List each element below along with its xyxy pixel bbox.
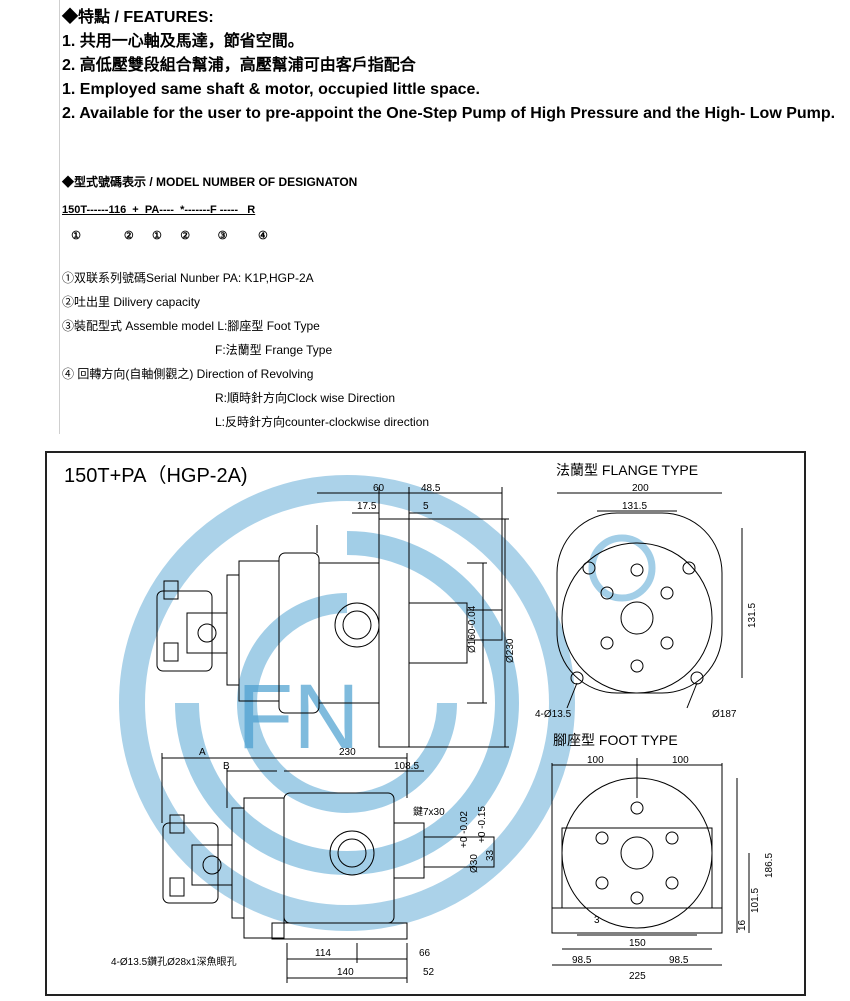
dim-60: 60 bbox=[373, 483, 385, 494]
feature-en-2: 2. Available for the user to pre-appoint… bbox=[62, 105, 836, 122]
model-designation-section: ◆型式號碼表示 / MODEL NUMBER OF DESIGNATON 150… bbox=[62, 172, 762, 434]
model-code-indices: ① ② ① ② ③ ④ bbox=[62, 230, 268, 242]
dim-A: A bbox=[199, 747, 206, 758]
def-assemble: ③裝配型式 Assemble model L:腳座型 Foot Type bbox=[62, 319, 320, 333]
model-title: ◆型式號碼表示 / MODEL NUMBER OF DESIGNATON bbox=[62, 175, 358, 189]
dim-140: 140 bbox=[337, 967, 354, 978]
dim-150: 150 bbox=[629, 938, 646, 949]
dim-98-5b: 98.5 bbox=[669, 955, 689, 966]
foot-type-label: 腳座型 FOOT TYPE bbox=[553, 732, 678, 748]
feature-zh-2: 2. 高低壓雙段組合幫浦，高壓幫浦可由客戶指配合 bbox=[62, 57, 416, 74]
dim-B: B bbox=[223, 761, 230, 772]
drawing-title: 150T+PA（HGP-2A) bbox=[64, 464, 248, 487]
def-flange: F:法蘭型 Frange Type bbox=[215, 343, 333, 357]
dim-98-5a: 98.5 bbox=[572, 955, 592, 966]
dim-186-5: 186.5 bbox=[764, 853, 775, 878]
dim-108-5: 108.5 bbox=[394, 761, 419, 772]
dim-101-5: 101.5 bbox=[750, 888, 761, 913]
dim-66: 66 bbox=[419, 948, 431, 959]
dim-100a: 100 bbox=[587, 755, 604, 766]
def-revolving: ④ 回轉方向(自軸側觀之) Direction of Revolving bbox=[62, 367, 314, 381]
flange-type-label: 法蘭型 FLANGE TYPE bbox=[556, 462, 698, 478]
feature-en-1: 1. Employed same shaft & motor, occupied… bbox=[62, 81, 480, 98]
dim-225: 225 bbox=[629, 971, 646, 982]
def-counterclockwise: L:反時針方向counter-clockwise direction bbox=[215, 415, 430, 429]
dim-131-5v: 131.5 bbox=[747, 603, 758, 628]
dim-3: 3 bbox=[594, 915, 600, 926]
foot-front-view bbox=[551, 758, 750, 966]
technical-drawing: FN 150T+PA（HGP-2A) 法蘭型 FLANGE TYPE 腳座型 F… bbox=[64, 462, 775, 983]
dim-230v: Ø230 bbox=[505, 638, 516, 663]
dim-52: 52 bbox=[423, 967, 435, 978]
dim-160: Ø160-0.04 bbox=[467, 605, 478, 653]
dim-17-5: 17.5 bbox=[357, 501, 377, 512]
watermark-text: FN bbox=[237, 666, 360, 768]
dim-4-holes: 4-Ø13.5 bbox=[535, 709, 572, 720]
dim-230: 230 bbox=[339, 747, 356, 758]
dim-30-tolerance: +0 -0.02 bbox=[459, 811, 470, 848]
left-margin-line bbox=[59, 0, 60, 434]
dim-114: 114 bbox=[315, 948, 331, 959]
dim-30: Ø30 bbox=[469, 854, 480, 873]
dim-foot-holes: 4-Ø13.5鑽孔Ø28x1深魚眼孔 bbox=[111, 955, 237, 968]
dim-187: Ø187 bbox=[712, 709, 737, 720]
def-serial: ①双联系列號碼Serial Nunber PA: K1P,HGP-2A bbox=[62, 271, 314, 285]
features-heading: ◆特點 / FEATURES: bbox=[62, 9, 214, 26]
watermark-logo bbox=[119, 475, 656, 931]
def-capacity: ②吐出里 Dilivery capacity bbox=[62, 295, 201, 309]
flange-front-view bbox=[556, 492, 743, 709]
model-code: 150T------116 + PA---- *-------F ----- R bbox=[62, 204, 256, 216]
foot-side-view bbox=[161, 753, 495, 983]
dim-16: 16 bbox=[737, 919, 748, 931]
dim-33: 33 bbox=[485, 849, 496, 861]
features-section: ◆特點 / FEATURES: 1. 共用一心軸及馬達，節省空間。 2. 高低壓… bbox=[62, 6, 842, 126]
dim-48-5: 48.5 bbox=[421, 483, 441, 494]
feature-zh-1: 1. 共用一心軸及馬達，節省空間。 bbox=[62, 33, 304, 50]
dim-100b: 100 bbox=[672, 755, 689, 766]
model-definitions: ①双联系列號碼Serial Nunber PA: K1P,HGP-2A ②吐出里… bbox=[62, 266, 762, 434]
technical-drawing-frame: FN 150T+PA（HGP-2A) 法蘭型 FLANGE TYPE 腳座型 F… bbox=[45, 451, 806, 996]
dim-5: 5 bbox=[423, 501, 429, 512]
dim-key: 鍵7x30 bbox=[413, 805, 445, 818]
flange-side-view bbox=[156, 487, 509, 748]
def-clockwise: R:順時針方向Clock wise Direction bbox=[215, 391, 396, 405]
dim-131-5h: 131.5 bbox=[622, 501, 647, 512]
dim-200: 200 bbox=[632, 483, 649, 494]
dim-33-tolerance: +0 -0.15 bbox=[477, 806, 488, 843]
